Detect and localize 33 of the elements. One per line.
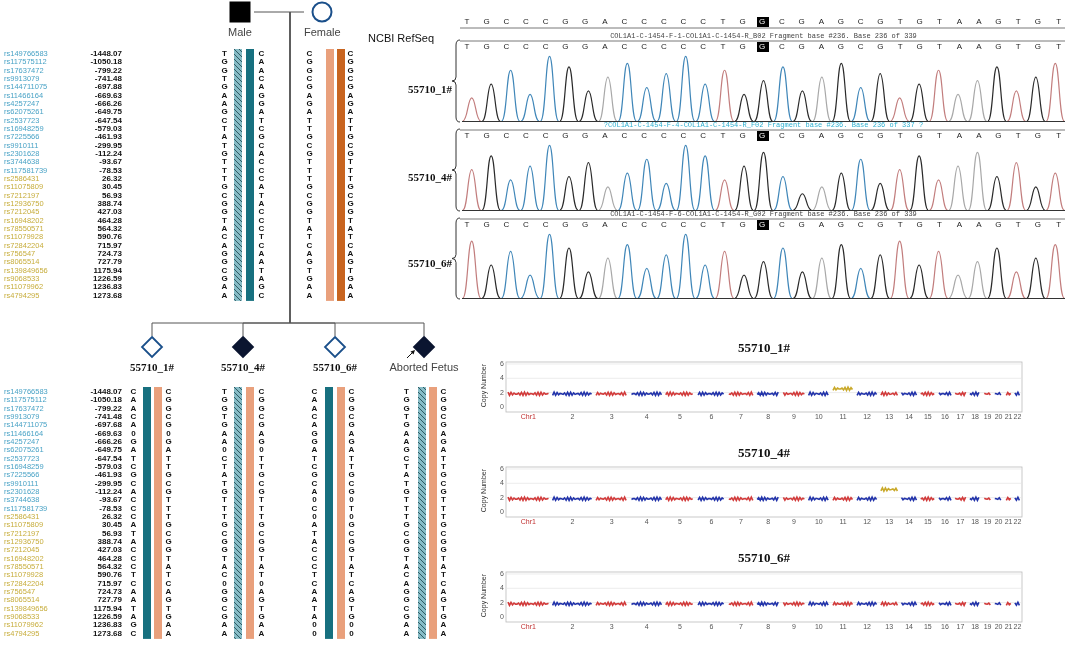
chart-title: 55710_4# [737, 445, 791, 461]
allele-column: C G G C G A G A T T G C G T T T G C G G T A T C A G T G A A [346, 50, 355, 300]
pedigree-label: 55710_6# [312, 361, 358, 373]
base-sequence: T G C C C G G A C C C C C T G G C G A G C G T G T A A G T G T [463, 131, 1063, 141]
position-list: -1448.07 -1050.18 -799.22 -741.48 -697.68 -669.63 -666.26 -649.75 -647.54 -579.03 -461.93 -299.95 -112.24 -93.67 -78.53 26.32 30.45 56.93 388.74 427.03 464.28 564.32 590.76 715.97 724.73 727.79 1175.94 1226.59 1236.83 1273.68 [80, 388, 122, 638]
allele-column: C G G C G 0 G A T T G C G T T T G C G G T A T C A G T G A A [164, 388, 173, 638]
base-sequence: T G C C C G G A C C C C C T G G C G A G C G T G T A A G T G T [463, 220, 1063, 230]
allele-column: C G G C G A G A T T G C G T T T G C G G T A T C A G T G A A [305, 50, 314, 300]
allele-column: T G G T G A A 0 C T A T G T T T G C G G T A C 0 G G C G A A [220, 388, 229, 638]
allele-column: C A A C A 0 G A T C G C A C C C A T A C C C T C A A T A G C [129, 388, 138, 638]
pedigree-label: 55710_4# [220, 361, 266, 373]
pedigree-label: Female [304, 26, 340, 38]
sample-label: 55710_1# [408, 83, 452, 95]
base-sequence: T G C C C G G A C C C C C T G G C G A G C G T G T A A G T G T [463, 17, 1063, 27]
pedigree-line [253, 11, 305, 13]
reference-label: NCBI RefSeq [368, 32, 435, 44]
sample-label: 55710_6# [408, 257, 452, 269]
allele-column: C A A C A G G A T C G C A 0 C 0 A T A C C C T C A A T A 0 0 [310, 388, 319, 638]
pedigree-label: Male [227, 26, 253, 38]
allele-column: C A A C A G G A T C G C A C C C A T A C C C T C A A T A G C [257, 50, 266, 300]
allele-column: C G G C G A G A T T G C G 0 T 0 G C G G T A T C A G T G 0 0 [347, 388, 356, 638]
allele-column: C G G C G A G 0 T T G C G T T T G C G G T A T 0 A G T G A A [257, 388, 266, 638]
allele-column: C G G C G A G A T T G C G T T T G C G G T A T C A G T G A A [439, 388, 448, 638]
allele-column: T G G T G A A G C T A T G T T T G C G G T A C A G G C G A A [402, 388, 411, 638]
sample-label: 55710_4# [408, 171, 452, 183]
position-list: -1448.07 -1050.18 -799.22 -741.48 -697.88 -669.63 -666.26 -649.75 -647.54 -579.03 -461.93 -299.95 -112.24 -93.67 -78.53 26.32 30.45 56.93 388.74 427.03 464.28 564.32 590.76 715.97 724.73 727.79 1175.94 1226.59 1236.83 1273.68 [80, 50, 122, 300]
allele-column: T G G T G A A G C T A T G T T T G C G G T A C A G G C G A A [220, 50, 229, 300]
pedigree-line [289, 11, 425, 337]
pedigree-label: 55710_1# [129, 361, 175, 373]
chart-title: 55710_1# [737, 340, 791, 356]
pedigree-label: Aborted Fetus [389, 361, 459, 373]
base-sequence: T G C C C G G A C C C C C T G G C G A G C G T G T A A G T G T [463, 42, 1063, 52]
chart-title: 55710_6# [737, 550, 791, 566]
